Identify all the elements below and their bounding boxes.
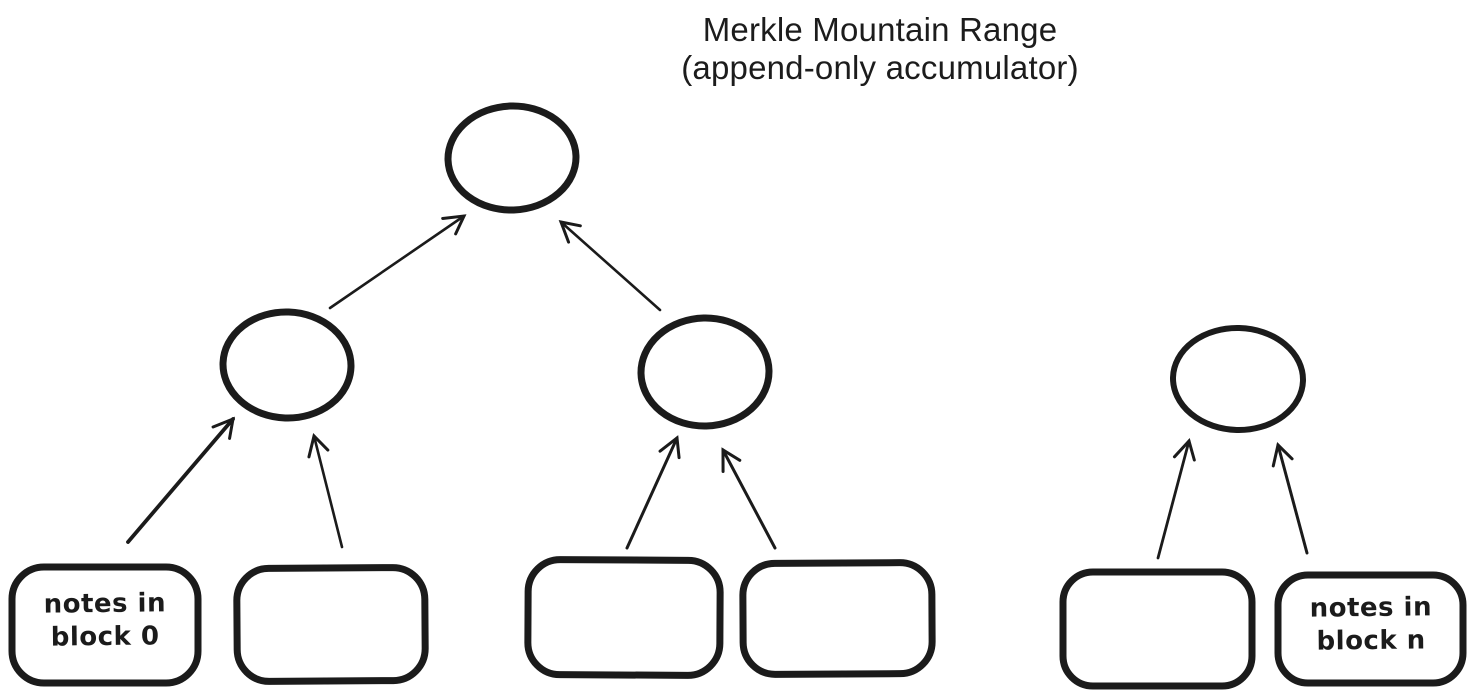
arrow-leaf0-to-parent-left — [126, 416, 235, 544]
arrow-parent-left-to-root — [328, 214, 467, 310]
leaf-box-4 — [1059, 568, 1256, 690]
arrow-leaf4-to-peak-right — [1156, 438, 1196, 560]
leaf-box-2 — [524, 556, 724, 679]
arrow-leaf3-to-parent-right — [721, 447, 777, 550]
diagram-title-line1: Merkle Mountain Range — [702, 11, 1058, 48]
parent-node-left-circle — [219, 308, 355, 422]
root-node-circle — [444, 102, 580, 214]
diagram-title: Merkle Mountain Range (append-only accum… — [580, 11, 1180, 87]
leaf-box-1 — [233, 564, 429, 685]
peak-node-right-circle — [1170, 324, 1306, 434]
leaf-box-block-n — [1274, 571, 1467, 687]
arrow-leaf5-to-peak-right — [1271, 442, 1309, 555]
parent-node-right-circle — [637, 314, 773, 430]
leaf-label-block-n: notes in block n — [1309, 592, 1433, 657]
leaf-box-3 — [739, 559, 936, 678]
leaf-box-block-0 — [8, 563, 202, 687]
arrow-parent-right-to-root — [558, 220, 662, 312]
diagram-title-line2: (append-only accumulator) — [681, 49, 1079, 86]
leaf-label-block-0: notes in block 0 — [43, 588, 167, 653]
arrow-leaf1-to-parent-left — [307, 433, 344, 549]
arrow-leaf2-to-parent-right — [625, 435, 681, 550]
